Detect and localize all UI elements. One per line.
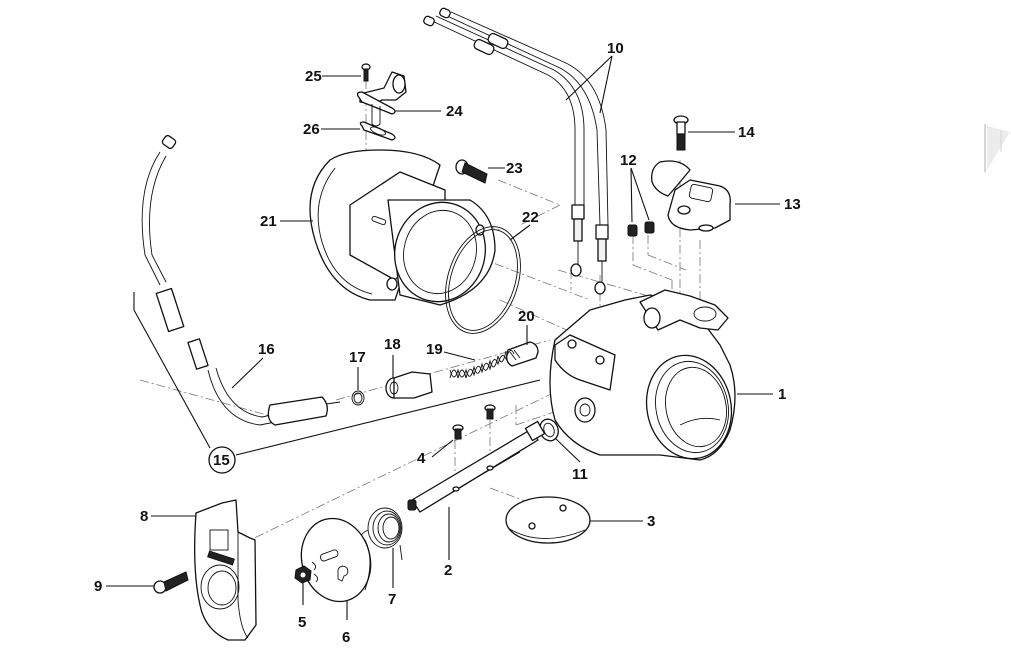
callout-label-8: 8 — [140, 508, 148, 525]
callout-label-9: 9 — [94, 578, 102, 595]
part-16-cable[interactable] — [141, 134, 341, 426]
part-13-throttle-position-sensor[interactable] — [651, 160, 731, 232]
page-turn-arrow-icon[interactable] — [983, 124, 1011, 172]
callout-4: 4 — [417, 439, 454, 467]
callout-label-17: 17 — [349, 349, 366, 366]
callout-9: 9 — [94, 578, 154, 595]
callout-25: 25 — [305, 68, 361, 85]
callout-5: 5 — [298, 583, 306, 631]
part-23-screw[interactable] — [455, 159, 488, 184]
callout-label-5: 5 — [298, 614, 306, 631]
callout-label-16: 16 — [258, 341, 275, 358]
callout-label-26: 26 — [303, 121, 320, 138]
part-25-screw[interactable] — [361, 63, 371, 82]
callout-label-2: 2 — [444, 562, 452, 579]
part-17-washer[interactable] — [351, 390, 365, 406]
callout-26: 26 — [303, 121, 360, 138]
callout-label-7: 7 — [388, 591, 396, 608]
callout-label-11: 11 — [572, 466, 588, 483]
callout-24: 24 — [395, 103, 463, 120]
part-9-screw[interactable] — [153, 571, 189, 594]
callout-label-3: 3 — [647, 513, 655, 530]
callout-20: 20 — [518, 308, 535, 345]
part-1-throttle-body[interactable] — [549, 289, 741, 467]
callout-label-1: 1 — [778, 386, 786, 403]
callout-22: 22 — [509, 209, 539, 241]
callout-11: 11 — [555, 438, 588, 483]
part-10-throttle-cables[interactable] — [423, 7, 609, 295]
callout-19: 19 — [426, 341, 476, 361]
callout-18: 18 — [384, 336, 401, 378]
part-3-throttle-plate[interactable] — [505, 496, 591, 544]
part-2-throttle-shaft[interactable] — [407, 420, 546, 513]
part-24-air-temp-sensor[interactable] — [356, 71, 407, 127]
callout-12: 12 — [620, 152, 650, 223]
part-22-o-ring[interactable] — [433, 217, 534, 343]
callout-label-14: 14 — [738, 124, 755, 141]
part-5-nut[interactable] — [294, 565, 312, 584]
callout-label-12: 12 — [620, 152, 637, 169]
part-8-pulley-cover[interactable] — [194, 499, 257, 641]
callout-14: 14 — [688, 124, 755, 141]
callout-2: 2 — [444, 507, 452, 579]
callout-label-15: 15 — [213, 452, 230, 469]
callout-3: 3 — [590, 513, 655, 530]
callout-label-25: 25 — [305, 68, 322, 85]
callout-label-19: 19 — [426, 341, 443, 358]
callout-7: 7 — [388, 548, 396, 608]
part-6-throttle-pulley[interactable] — [292, 511, 379, 610]
callout-15: 15 — [133, 292, 541, 474]
callout-label-4: 4 — [417, 450, 426, 467]
callout-23: 23 — [488, 160, 523, 177]
part-26-sensor-gasket[interactable] — [359, 121, 396, 141]
part-14-screw[interactable] — [673, 115, 689, 151]
part-21-intake-housing[interactable] — [309, 149, 496, 312]
callout-17: 17 — [349, 349, 366, 390]
callout-label-22: 22 — [522, 209, 539, 226]
part-20-plunger[interactable] — [506, 341, 539, 367]
callout-label-10: 10 — [607, 40, 624, 57]
callout-6: 6 — [342, 600, 350, 646]
callout-label-20: 20 — [518, 308, 535, 325]
part-12-grub-screws[interactable] — [627, 221, 655, 237]
callout-label-18: 18 — [384, 336, 401, 353]
callout-label-21: 21 — [260, 213, 277, 230]
callout-label-24: 24 — [446, 103, 463, 120]
callout-label-6: 6 — [342, 629, 350, 646]
callout-label-13: 13 — [784, 196, 801, 213]
part-4-screws[interactable] — [452, 404, 496, 440]
callout-1: 1 — [737, 386, 786, 403]
callout-8: 8 — [140, 508, 196, 525]
callout-label-23: 23 — [506, 160, 523, 177]
callout-16: 16 — [231, 341, 275, 389]
callout-13: 13 — [735, 196, 801, 213]
part-19-spring[interactable] — [449, 350, 515, 379]
part-18-adjuster-nut[interactable] — [385, 371, 433, 399]
callout-10: 10 — [565, 40, 624, 114]
callout-21: 21 — [260, 213, 313, 230]
